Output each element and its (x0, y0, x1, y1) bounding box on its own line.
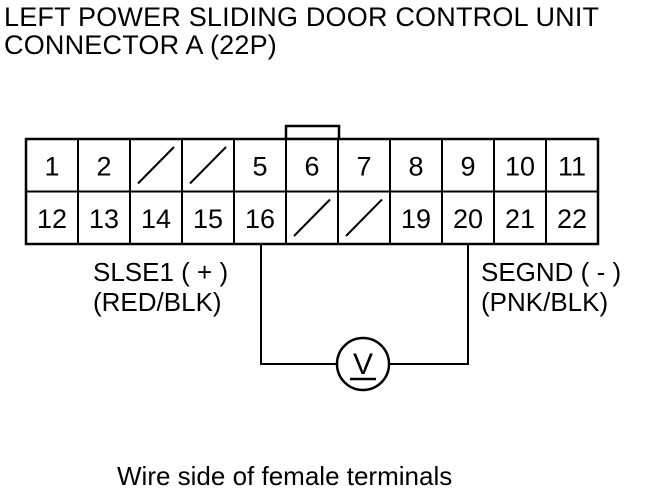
terminal-14-label: 14 (141, 204, 171, 234)
terminal-19-label: 19 (401, 204, 431, 234)
connector-body (24, 137, 600, 246)
empty-cavity-slash (189, 146, 227, 185)
terminal-1-label: 1 (44, 151, 59, 181)
wire-right-lead (390, 244, 469, 365)
left-wire-color-label: (RED/BLK) (93, 287, 222, 317)
right-wire-signal-label: SEGND ( - ) (481, 257, 622, 287)
voltmeter-symbol: V (353, 348, 373, 381)
diagram-title-line-2: CONNECTOR A (22P) (4, 30, 277, 60)
terminal-13-label: 13 (89, 204, 119, 234)
left-wire-signal-label: SLSE1 ( + ) (93, 257, 229, 287)
empty-cavity-slash (293, 198, 331, 237)
voltmeter-icon: V (335, 336, 391, 392)
wire-left-lead (260, 244, 336, 365)
terminal-7-label: 7 (356, 151, 371, 181)
connector-lock-tab (284, 124, 341, 141)
terminal-20-label: 20 (453, 204, 483, 234)
terminal-5-label: 5 (252, 151, 267, 181)
terminal-10-label: 10 (505, 151, 535, 181)
terminal-16-label: 16 (245, 204, 275, 234)
empty-cavity-slash (137, 146, 175, 185)
terminal-22-label: 22 (557, 204, 587, 234)
terminal-15-label: 15 (193, 204, 223, 234)
terminal-9-label: 9 (460, 151, 475, 181)
terminal-21-label: 21 (505, 204, 535, 234)
diagram-caption: Wire side of female terminals (117, 461, 453, 491)
empty-cavity-slash (345, 198, 383, 237)
terminal-2-label: 2 (96, 151, 111, 181)
right-wire-color-label: (PNK/BLK) (481, 287, 609, 317)
terminal-8-label: 8 (408, 151, 423, 181)
terminal-11-label: 11 (558, 151, 586, 181)
diagram-title-line-1: LEFT POWER SLIDING DOOR CONTROL UNIT (4, 2, 600, 32)
terminal-6-label: 6 (304, 151, 319, 181)
terminal-12-label: 12 (37, 204, 67, 234)
